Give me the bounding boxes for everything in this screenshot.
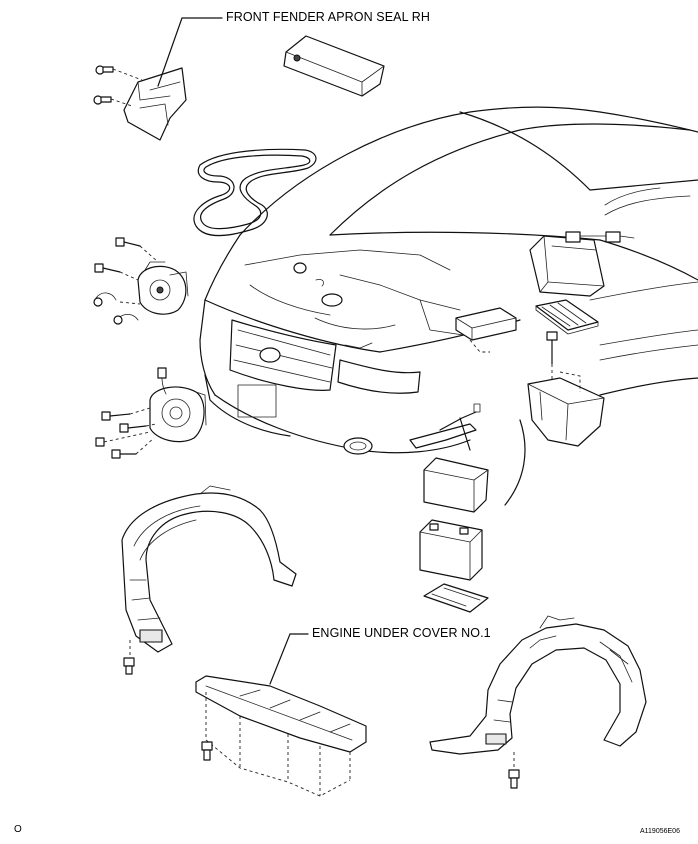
right-fender-liner xyxy=(429,615,647,789)
engine-cover-part xyxy=(283,35,385,97)
compressor-assembly xyxy=(95,367,207,459)
air-cleaner-case xyxy=(527,331,605,447)
air-cleaner-cap xyxy=(529,231,635,297)
page-mark: O xyxy=(14,824,22,835)
label-front-fender-apron-seal: FRONT FENDER APRON SEAL RH xyxy=(226,10,431,24)
front-fender-apron-seal xyxy=(93,17,223,141)
air-filter-element xyxy=(535,299,599,335)
battery-clamp xyxy=(409,403,481,451)
drive-belt xyxy=(193,148,317,237)
battery-insulator xyxy=(423,457,489,513)
vehicle-body xyxy=(199,106,698,506)
left-fender-liner xyxy=(121,485,297,675)
battery-tray xyxy=(423,583,489,613)
battery xyxy=(419,519,483,581)
figure-code: A119056E06 xyxy=(640,828,680,835)
label-engine-under-cover: ENGINE UNDER COVER NO.1 xyxy=(312,626,491,640)
engine-under-cover xyxy=(195,633,367,797)
generator-assembly xyxy=(93,237,189,325)
